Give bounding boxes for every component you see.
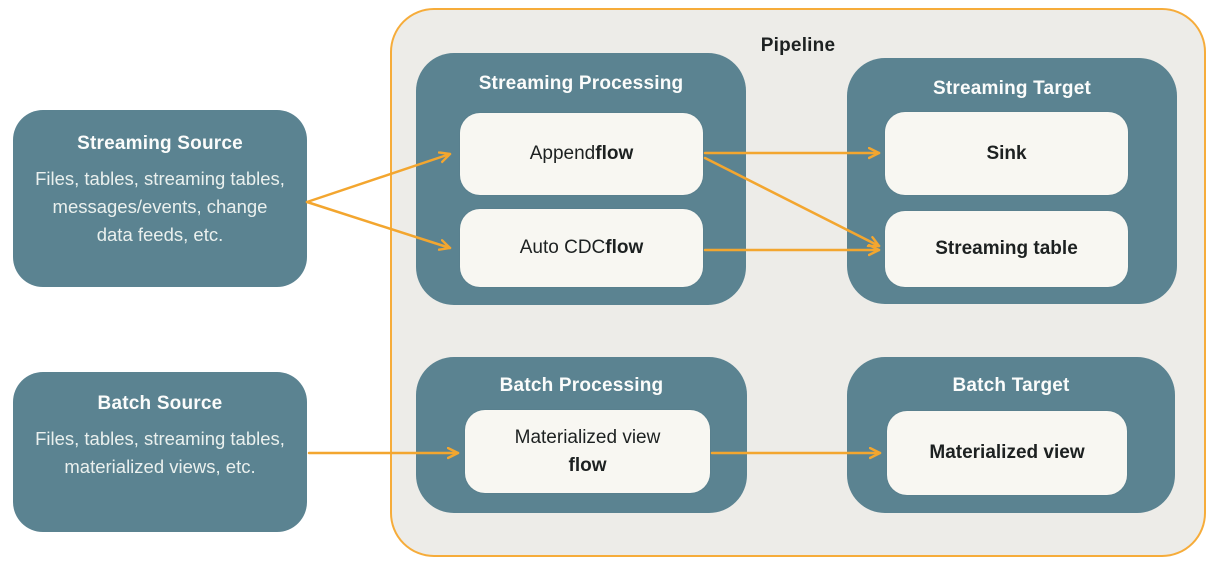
auto-cdc-flow-label: Auto CDC (519, 237, 606, 258)
streaming-target-title: Streaming Target (932, 78, 1092, 99)
batch-source-title: Batch Source (97, 393, 223, 414)
streaming-target-group: Streaming Target Sink Streaming table (847, 58, 1177, 304)
batch-target-group: Batch Target Materialized view (847, 357, 1175, 513)
batch-processing-title: Batch Processing (499, 375, 664, 396)
streaming-processing-title: Streaming Processing (478, 73, 684, 94)
batch-target-title: Batch Target (952, 375, 1070, 396)
streaming-processing-group: Streaming Processing Append flow Auto CD… (416, 53, 746, 305)
sink-label: Sink (986, 142, 1027, 164)
batch-processing-group: Batch Processing Materialized view flow (416, 357, 747, 513)
materialized-view-card: Materialized view (887, 411, 1127, 495)
batch-source-box: Batch Source Files, tables, streaming ta… (13, 372, 307, 532)
auto-cdc-flow-card: Auto CDC flow (460, 209, 703, 287)
materialized-view-label: Materialized view (929, 442, 1085, 463)
streaming-source-title: Streaming Source (77, 133, 243, 154)
streaming-source-box: Streaming Source Files, tables, streamin… (13, 110, 307, 287)
streaming-table-label: Streaming table (935, 238, 1078, 259)
streaming-source-description: Files, tables, streaming tables, message… (35, 168, 285, 246)
pipeline-title: Pipeline (760, 35, 836, 56)
append-flow-label: Append (529, 143, 596, 164)
materialized-view-flow-label-bold: flow (568, 454, 607, 476)
materialized-view-flow-card: Materialized view flow (465, 410, 710, 493)
streaming-table-card: Streaming table (885, 211, 1128, 287)
batch-source-description: Files, tables, streaming tables, materia… (35, 428, 285, 478)
sink-card: Sink (885, 112, 1128, 195)
materialized-view-flow-label: Materialized view (514, 426, 661, 448)
append-flow-card: Append flow (460, 113, 703, 195)
auto-cdc-flow-label-bold: flow (605, 237, 644, 258)
append-flow-label-bold: flow (595, 143, 634, 164)
